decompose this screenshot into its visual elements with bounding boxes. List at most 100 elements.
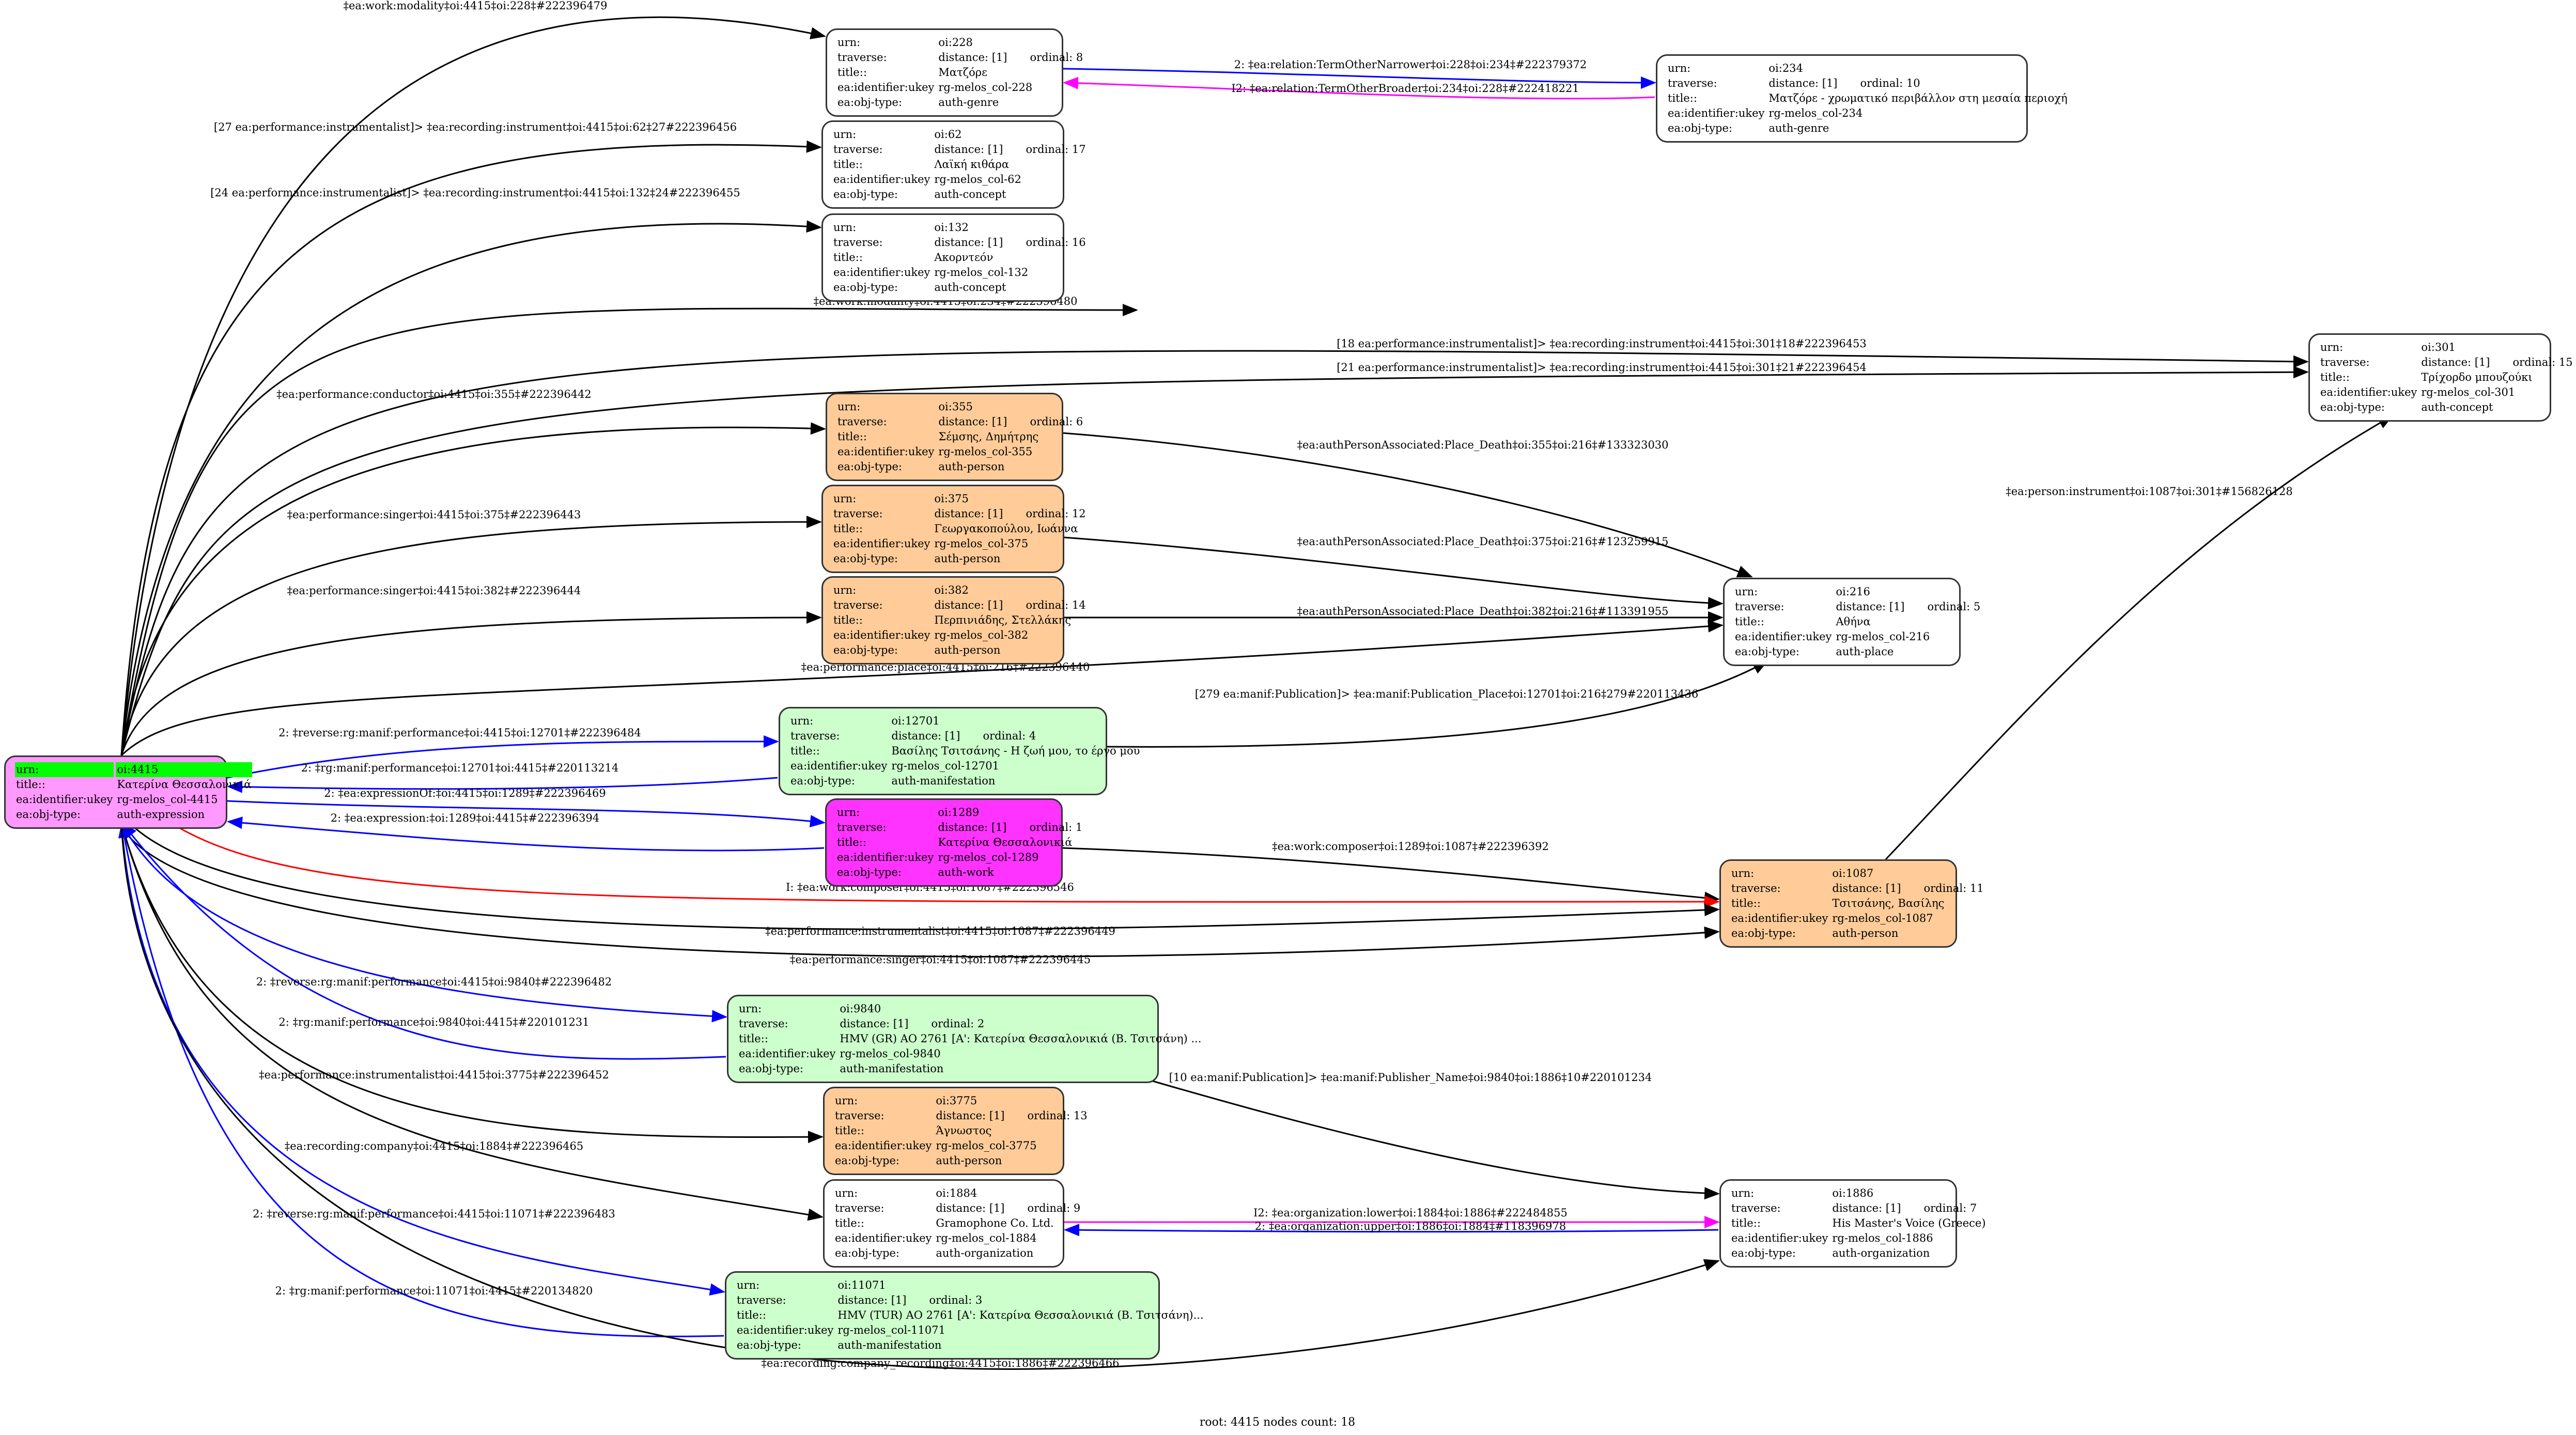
node-field-label: ea:identifier:ukey [1668,107,1765,119]
graph-edge-9840-to-1886[interactable] [1136,1075,1720,1200]
node-field-label: ea:identifier:ukey [835,1232,932,1244]
node-field-label: traverse: [1731,882,1781,894]
graph-edge-4415-to-12701[interactable] [227,735,779,779]
node-field-label: title:: [790,745,820,757]
graph-edge-4415-to-1886[interactable] [120,823,1720,1370]
node-field-row-urn: urn:oi:228 [836,35,1084,50]
node-field-row-title: title::Περπινιάδης, Στελλάκης [832,613,1087,628]
node-field-row-urn: urn:oi:62 [832,127,1087,142]
node-field-row-objtype: ea:obj-type:auth-manifestation [736,1338,1205,1353]
node-field-value: oi:4415 [116,762,253,777]
node-field-value: rg-melos_col-382 [934,629,1029,641]
node-field-row-title: title::Gramophone Co. Ltd. [834,1216,1081,1231]
node-field-label: traverse: [739,1017,788,1030]
node-field-label: title:: [837,66,867,79]
graph-edge-4415-to-132[interactable] [120,220,822,756]
graph-edge-1087-to-301[interactable] [1885,415,2394,860]
node-field-label: traverse: [833,143,883,156]
graph-edge-4415-to-216[interactable] [120,620,1724,757]
node-field-label: ea:identifier:ukey [2320,386,2417,398]
graph-edge-4415-to-1087[interactable] [128,822,1720,931]
graph-edge-11071-to-4415[interactable] [118,822,724,1337]
node-field-label: ea:obj-type: [16,808,81,821]
graph-edge-4415-to-301[interactable] [120,366,2309,756]
graph-edge-4415-to-1087[interactable] [170,822,1720,908]
graph-edge-234-to-228[interactable] [1063,76,1655,100]
node-field-row-traverse: traverse:distance: [1]ordinal: 11 [1730,881,1985,896]
node-field-row-objtype: ea:obj-type:auth-concept [2319,400,2574,415]
graph-edge-375-to-216[interactable] [1064,536,1724,610]
graph-edge-1289-to-4415[interactable] [227,816,825,852]
node-field-label: urn: [1731,867,1755,879]
node-field-row-title: title::HMV (TUR) AO 2761 [A': Κατερίνα Θ… [736,1308,1205,1323]
node-field-label: title:: [737,1309,766,1321]
edge-label: ‡ea:work:modality‡oi:4415‡oi:228‡#222396… [344,0,608,12]
graph-edge-355-to-216[interactable] [1063,432,1753,578]
edge-label: ‡ea:performance:instrumentalist‡oi:4415‡… [765,925,1115,937]
graph-edge-4415-to-1289[interactable] [227,800,826,828]
node-field-label: ea:obj-type: [835,1154,899,1167]
node-field-row-urn: urn:oi:12701 [789,714,1141,729]
graph-edge-1886-to-1884[interactable] [1064,1224,1719,1237]
edge-label: [279 ea:manif:Publication]> ‡ea:manif:Pu… [1195,688,1699,700]
node-distance: distance: [1] [891,730,960,742]
graph-edge-4415-to-62[interactable] [120,140,822,756]
node-ordinal: ordinal: 17 [1026,143,1086,156]
node-field-value: distance: [1]ordinal: 5 [1835,599,1981,614]
graph-edge-12701-to-4415[interactable] [227,777,778,793]
graph-edge-4415-to-1884[interactable] [120,822,824,1221]
graph-edge-4415-to-382[interactable] [120,611,822,756]
graph-edge-12701-to-216[interactable] [1107,660,1768,748]
graph-edge-4415-to-1087[interactable] [118,822,1720,958]
node-field-row-objtype: ea:obj-type:auth-concept [832,280,1087,295]
graph-edge-4415-to-355[interactable] [120,422,826,756]
node-field-label: title:: [833,522,863,535]
graph-edge-4415-to-9840[interactable] [120,822,727,1023]
node-field-value: oi:132 [934,221,969,234]
node-field-label: traverse: [835,1202,884,1214]
graph-edge-4415-to-11071[interactable] [120,823,725,1296]
graph-edge-228-to-234[interactable] [1063,68,1656,89]
graph-edge-4415-to-228[interactable] [120,16,826,756]
graph-edge-1289-to-1087[interactable] [1062,847,1720,904]
node-field-label: ea:obj-type: [737,1339,801,1351]
node-field-value: Ματζόρε [938,66,987,79]
node-field-row-urn: urn:oi:1289 [836,805,1083,820]
node-distance: distance: [1] [934,507,1003,520]
graph-edge-4415-to-234[interactable] [120,303,1138,756]
edge-label: 2: ‡reverse:rg:manif:performance‡oi:4415… [256,976,612,988]
graph-edge-9840-to-4415[interactable] [122,822,726,1060]
node-field-row-title: title::Ματζόρε - χρωματικό περιβάλλον στ… [1667,91,2069,106]
graph-edge-4415-to-375[interactable] [120,516,822,756]
node-field-value: rg-melos_col-1886 [1832,1232,1933,1244]
node-field-label: traverse: [2320,356,2370,368]
graph-edge-4415-to-301[interactable] [120,350,2309,756]
node-ordinal: ordinal: 16 [1026,236,1086,249]
node-field-row-title: title::Λαϊκή κιθάρα [832,157,1087,172]
node-field-label: ea:identifier:ukey [833,173,930,186]
graph-edge-4415-to-3775[interactable] [120,822,824,1144]
